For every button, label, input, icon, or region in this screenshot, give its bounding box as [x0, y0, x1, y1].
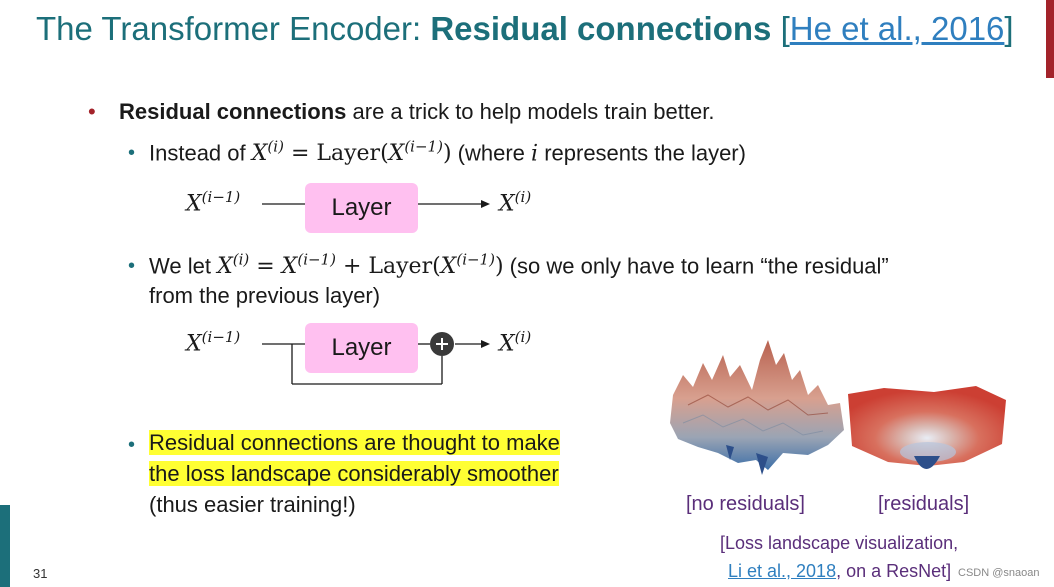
sub-1-prefix: Instead of	[149, 140, 252, 166]
accent-bar-left	[0, 505, 10, 587]
diagram1-arrows	[262, 200, 490, 208]
page-number: 31	[33, 566, 48, 581]
bullet-marker-1: •	[88, 99, 96, 124]
caption-no-residuals: [no residuals]	[686, 493, 805, 515]
equation-2: X(i) = X(i−1) + Layer(X(i−1))	[217, 251, 504, 280]
diagram2-output-label: X(i)	[499, 328, 532, 357]
bullet-1: Residual connections are a trick to help…	[119, 99, 714, 125]
highlight-line-2: the loss landscape considerably smoother	[149, 461, 559, 486]
title-main: The Transformer Encoder:	[36, 10, 431, 47]
citation-link[interactable]: Li et al., 2018	[728, 561, 837, 581]
bullet-1-rest: are a trick to help models train better.	[346, 99, 715, 124]
citation-rest: , on a ResNet]	[836, 561, 952, 581]
diagram1-input-label: X(i−1)	[186, 188, 241, 217]
diagram1-layer-box: Layer	[305, 183, 418, 233]
diagram1-layer-label: Layer	[331, 194, 392, 221]
diagram2-layer-label: Layer	[331, 334, 392, 361]
sub-bullet-1: Instead of X(i) = Layer(X(i−1)) (where i…	[149, 138, 746, 166]
sub-3-line3: (thus easier training!)	[149, 492, 356, 517]
diagram2-arrows	[262, 332, 490, 385]
sub-2-line2: from the previous layer)	[149, 283, 381, 308]
title-cite-close: ]	[1004, 10, 1014, 47]
title-bold: Residual connections	[430, 10, 772, 47]
sub-2-suffix: (so we only have to learn “the residual”	[503, 253, 889, 279]
citation-line-2: Li et al., 2018, on a ResNet]	[728, 561, 951, 582]
sub-bullet-2: We let X(i) = X(i−1) + Layer(X(i−1)) (so…	[149, 251, 889, 279]
sub-1-suffix: (where	[451, 140, 532, 166]
diagram1-output-label: X(i)	[499, 188, 532, 217]
sub-3-line1: Residual connections are thought to make	[149, 430, 560, 456]
sub-1-end: represents the layer)	[538, 140, 746, 166]
sub-1-var: i	[531, 141, 539, 167]
citation-line-1: [Loss landscape visualization,	[720, 533, 959, 553]
slide-title: The Transformer Encoder: Residual connec…	[36, 10, 1014, 48]
title-cite-open: [	[780, 10, 790, 47]
title-citation-link[interactable]: He et al., 2016	[789, 10, 1005, 47]
sub-2-prefix: We let	[149, 253, 218, 279]
diagram2-input-label: X(i−1)	[186, 328, 241, 357]
plus-circle-icon	[430, 332, 454, 356]
loss-landscape-residuals-image	[848, 386, 1006, 469]
sub-bullet-marker-3: •	[128, 434, 136, 456]
sub-bullet-marker-2: •	[128, 255, 136, 277]
bullet-1-bold: Residual connections	[119, 99, 347, 124]
highlight-line-1: Residual connections are thought to make	[149, 430, 560, 455]
watermark: CSDN @snaoan	[958, 567, 1040, 579]
accent-bar-right	[1046, 0, 1054, 78]
caption-residuals: [residuals]	[878, 493, 970, 515]
diagram2-layer-box: Layer	[305, 323, 418, 373]
sub-bullet-marker-1: •	[128, 142, 136, 164]
equation-1: X(i) = Layer(X(i−1))	[251, 138, 452, 167]
loss-landscape-no-residuals-image	[670, 340, 844, 475]
sub-3-line2: the loss landscape considerably smoother	[149, 461, 559, 487]
